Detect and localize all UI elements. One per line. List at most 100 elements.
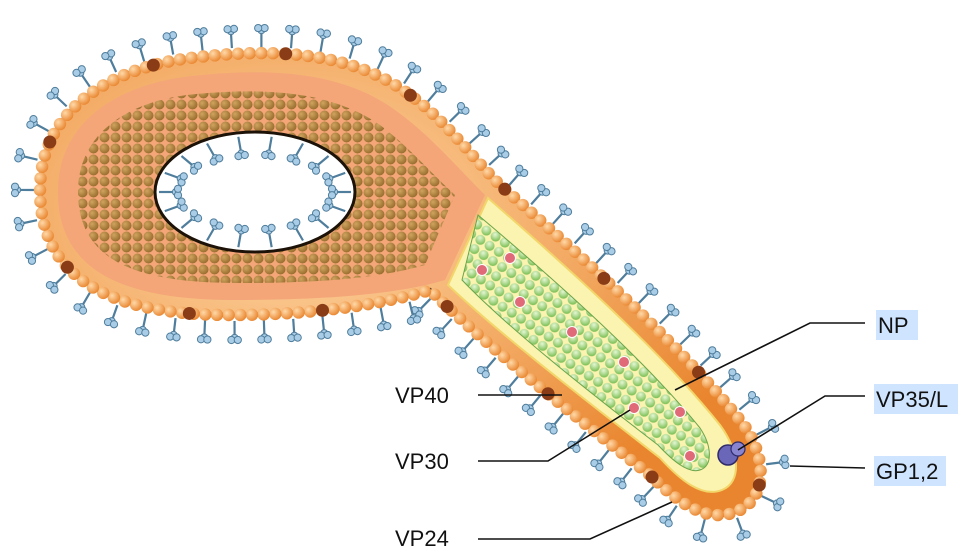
envelope-bead — [302, 50, 314, 62]
gp-spike-icon — [104, 305, 117, 328]
vp24-dot — [316, 304, 329, 317]
gp-spike-icon — [509, 165, 528, 185]
gp-spike-icon — [428, 81, 446, 101]
gp-spike-icon — [720, 369, 740, 388]
vp24-dot — [61, 261, 74, 274]
vp30-dot — [567, 327, 578, 338]
vp24-dot — [597, 272, 610, 285]
gp-spike-icon — [522, 395, 540, 415]
envelope-bead — [129, 65, 141, 77]
gp-spike-icon — [255, 24, 269, 47]
envelope-bead — [292, 306, 304, 318]
gp-spike-icon — [531, 184, 550, 204]
np-label: NP — [878, 313, 909, 338]
vp35l-label: VP35/L — [876, 387, 948, 412]
gp-spike-icon — [660, 304, 679, 323]
gp-spike-icon — [680, 325, 699, 344]
envelope-bead — [339, 301, 351, 313]
envelope-bead — [209, 49, 221, 61]
gp-spike-icon — [14, 217, 37, 230]
envelope-bead — [232, 47, 244, 59]
vp30-dot — [685, 451, 696, 462]
vp24-dot — [43, 136, 56, 149]
envelope-bead — [34, 195, 46, 207]
envelope-bead — [244, 47, 256, 59]
envelope-bead — [174, 53, 186, 65]
envelope-bead — [750, 442, 762, 454]
envelope-bead — [197, 50, 209, 62]
envelope-bead — [373, 296, 385, 308]
envelope-bead — [246, 309, 258, 321]
gp-spike-icon — [693, 519, 706, 542]
envelope-bead — [36, 161, 48, 173]
gp-spike-icon — [635, 487, 654, 507]
virion-loop-hole — [155, 132, 355, 252]
gp-spike-icon — [73, 66, 90, 87]
gp-spike-icon — [489, 146, 509, 165]
envelope-bead — [408, 288, 420, 300]
envelope-bead — [700, 507, 712, 519]
envelope-bead — [118, 69, 130, 81]
gp-spike-icon — [739, 392, 759, 410]
envelope-bead — [199, 308, 211, 320]
gp-spike-icon — [46, 274, 65, 293]
gp-spike-icon — [701, 347, 721, 366]
gp-spike-icon — [545, 414, 563, 434]
gp-spike-icon — [766, 455, 789, 469]
gp-spike-icon — [286, 25, 300, 48]
envelope-bead — [185, 52, 197, 64]
envelope-bead — [362, 298, 374, 310]
envelope-bead — [34, 184, 46, 196]
gp-spike-icon — [224, 25, 238, 48]
envelope-bead — [164, 305, 176, 317]
gp-spike-icon — [660, 506, 677, 527]
gp-spike-icon — [762, 496, 784, 511]
vp24-dot — [541, 387, 554, 400]
vp30-label: VP30 — [395, 449, 449, 474]
envelope-bead — [42, 230, 54, 242]
envelope-bead — [222, 309, 234, 321]
envelope-bead — [38, 218, 50, 230]
gp-spike-icon — [74, 293, 90, 315]
gp-spike-icon — [737, 518, 750, 541]
gp-spike-icon — [614, 468, 632, 489]
envelope-bead — [141, 301, 153, 313]
gp-spike-icon — [27, 116, 49, 132]
envelope-bead — [46, 240, 58, 252]
envelope-bead — [396, 291, 408, 303]
envelope-bead — [269, 308, 281, 320]
gp-spike-icon — [639, 284, 658, 304]
gp-spike-icon — [348, 36, 361, 59]
gp-spike-icon — [15, 149, 38, 162]
envelope-bead — [723, 508, 735, 520]
gp-spike-icon — [194, 28, 208, 51]
vp24-label: VP24 — [395, 526, 449, 551]
envelope-bead — [325, 54, 337, 66]
gp-spike-icon — [553, 204, 572, 224]
gp-spike-icon — [136, 313, 149, 336]
envelope-bead — [734, 504, 746, 516]
gp-spike-icon — [377, 308, 390, 331]
envelope-bead — [347, 60, 359, 72]
envelope-bead — [119, 295, 131, 307]
gp-spike-icon — [102, 50, 116, 72]
envelope-bead — [358, 64, 370, 76]
vp24-leader — [478, 502, 672, 539]
envelope-bead — [754, 465, 766, 477]
envelope-bead — [267, 47, 279, 59]
gp-spike-icon — [132, 39, 145, 62]
gp12-label: GP1,2 — [876, 459, 938, 484]
envelope-bead — [712, 509, 724, 521]
gp-spike-icon — [591, 450, 609, 470]
gp-spike-icon — [404, 62, 421, 83]
vp24-dot — [279, 47, 292, 60]
gp-spike-icon — [618, 263, 637, 283]
vp24-dot — [441, 300, 454, 313]
vp30-dot — [477, 265, 488, 276]
vp30-dot — [505, 253, 516, 264]
vp30-dot — [619, 357, 630, 368]
vp24-dot — [147, 59, 160, 72]
gp-spike-icon — [317, 29, 331, 52]
gp12-leader — [790, 466, 865, 468]
